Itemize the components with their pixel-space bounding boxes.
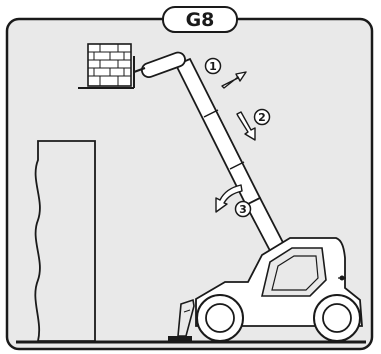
front-wheel	[196, 294, 244, 342]
step-2-number: 2	[258, 111, 266, 124]
step-3-indicator: 3	[215, 184, 252, 218]
step-2-indicator: 2	[236, 108, 271, 141]
rear-wheel	[313, 294, 361, 342]
arrow-down-right-icon	[236, 111, 256, 141]
boom-head	[141, 51, 186, 79]
step-1-number: 1	[209, 60, 217, 73]
arrow-up-right-icon	[221, 71, 247, 89]
arrow-curved-down-left-icon	[215, 184, 243, 213]
step-3-number: 3	[239, 203, 247, 216]
stabilizer-leg	[168, 298, 195, 342]
wall	[34, 140, 96, 342]
step-1-indicator: 1	[204, 57, 247, 89]
figure-label-badge: G8	[162, 6, 238, 33]
figure-label: G8	[186, 9, 215, 31]
brick-load	[78, 43, 146, 89]
